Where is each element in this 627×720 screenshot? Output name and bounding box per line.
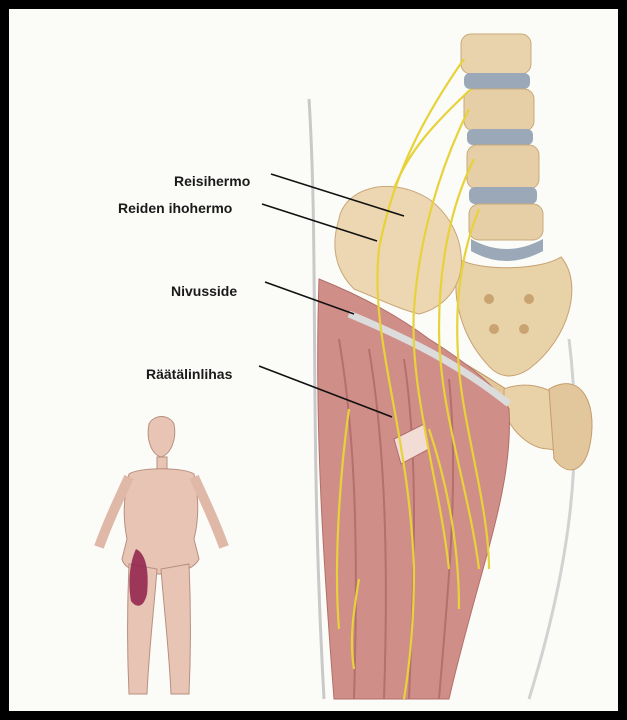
femur-neck — [549, 384, 592, 470]
spinal-disc — [464, 73, 530, 89]
vertebra — [469, 204, 543, 240]
vertebra — [464, 89, 534, 131]
label-reiden-ihohermo: Reiden ihohermo — [118, 200, 232, 216]
anatomy-illustration — [9, 9, 618, 711]
human-figure — [99, 417, 224, 695]
label-raatalinlihas: Räätälinlihas — [146, 366, 232, 382]
spinal-disc — [471, 239, 543, 261]
label-nivusside: Nivusside — [171, 283, 237, 299]
sacrum — [456, 257, 572, 376]
spinal-disc — [467, 129, 533, 145]
spinal-disc — [469, 187, 537, 204]
label-reisihermo: Reisihermo — [174, 173, 250, 189]
vertebra — [461, 34, 531, 74]
vertebra — [467, 145, 539, 189]
